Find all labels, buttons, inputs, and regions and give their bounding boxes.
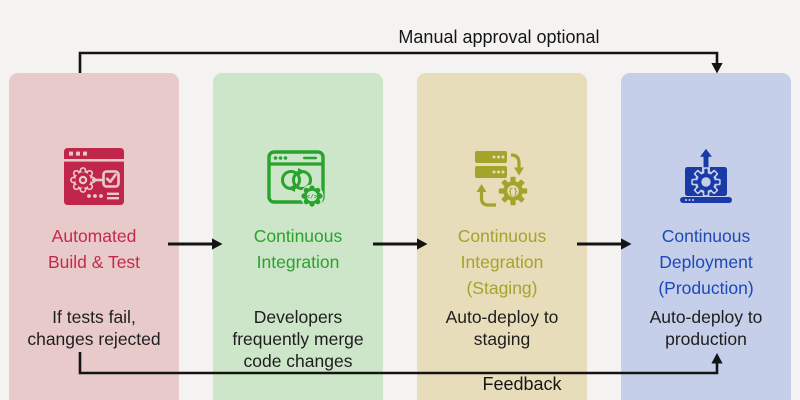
stage-card-continuous-integration: </> Continuous Integration Developers fr… bbox=[213, 73, 383, 400]
build-test-icon-wrap bbox=[9, 145, 179, 209]
svg-text:</>: </> bbox=[306, 193, 317, 200]
ci-icon-wrap: </> bbox=[213, 145, 383, 211]
stage-description: If tests fail, changes rejected bbox=[27, 307, 161, 349]
stage-card-build-test: Automated Build & Test If tests fail, ch… bbox=[9, 73, 179, 400]
stage-card-staging: {} Continuous Integration (Staging) Auto… bbox=[417, 73, 587, 400]
stage-title: Continuous Deployment (Production) bbox=[658, 226, 754, 298]
stage-description: Developers frequently merge code changes bbox=[232, 307, 364, 371]
down-arrowhead bbox=[711, 63, 723, 74]
feedback-label: Feedback bbox=[482, 374, 562, 394]
staging-servers-gear-icon: {} bbox=[475, 151, 528, 207]
staging-icon-wrap: {} bbox=[417, 145, 587, 211]
stage-description: Auto-deploy to staging bbox=[445, 307, 559, 349]
svg-text:{}: {} bbox=[508, 188, 518, 197]
production-laptop-gear-upload-icon bbox=[680, 146, 732, 203]
ci-browser-loop-gear-icon: </> bbox=[267, 150, 325, 208]
stage-card-production: Continuous Deployment (Production) Auto-… bbox=[621, 73, 791, 400]
build-test-window-gear-check-icon bbox=[64, 148, 124, 205]
stage-title: Automated Build & Test bbox=[47, 226, 141, 272]
manual-approval-label: Manual approval optional bbox=[398, 27, 600, 47]
stage-description: Auto-deploy to production bbox=[649, 307, 763, 349]
stage-title: Continuous Integration (Staging) bbox=[457, 226, 547, 298]
production-icon-wrap bbox=[621, 145, 791, 209]
stage-title: Continuous Integration bbox=[253, 226, 343, 272]
